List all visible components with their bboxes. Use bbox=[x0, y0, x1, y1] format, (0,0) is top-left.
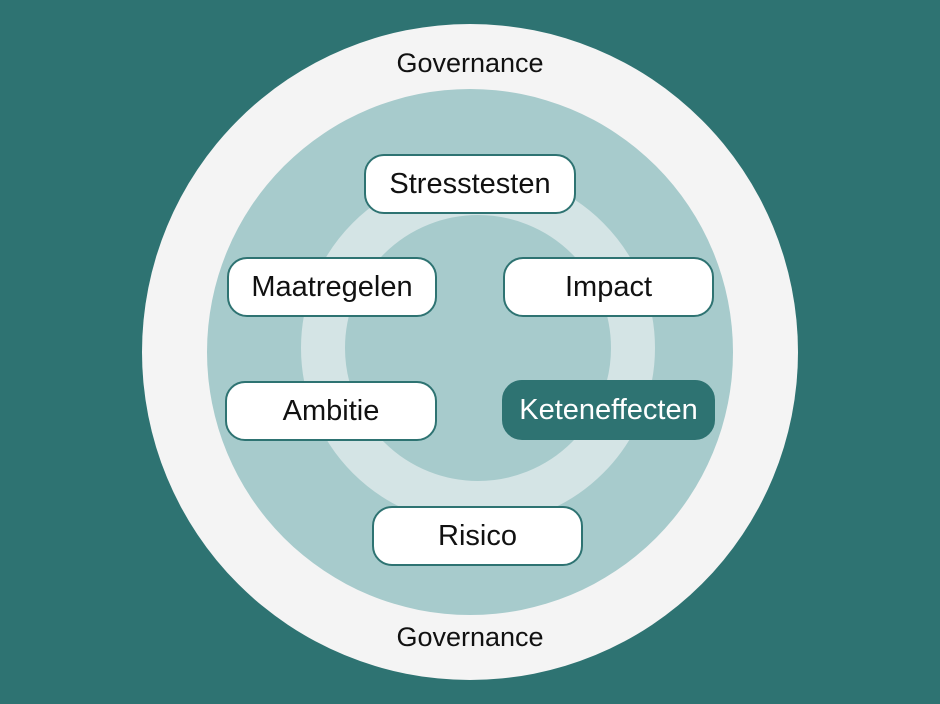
step-maatregelen: Maatregelen bbox=[227, 257, 437, 317]
step-ambitie: Ambitie bbox=[225, 381, 437, 441]
step-keteneffecten: Keteneffecten bbox=[502, 380, 715, 440]
governance-label-bottom: Governance bbox=[396, 622, 544, 652]
step-risico: Risico bbox=[372, 506, 583, 566]
step-impact: Impact bbox=[503, 257, 714, 317]
governance-label-top: Governance bbox=[396, 48, 544, 78]
step-stresstesten: Stresstesten bbox=[364, 154, 576, 214]
inner-disc bbox=[207, 89, 733, 615]
